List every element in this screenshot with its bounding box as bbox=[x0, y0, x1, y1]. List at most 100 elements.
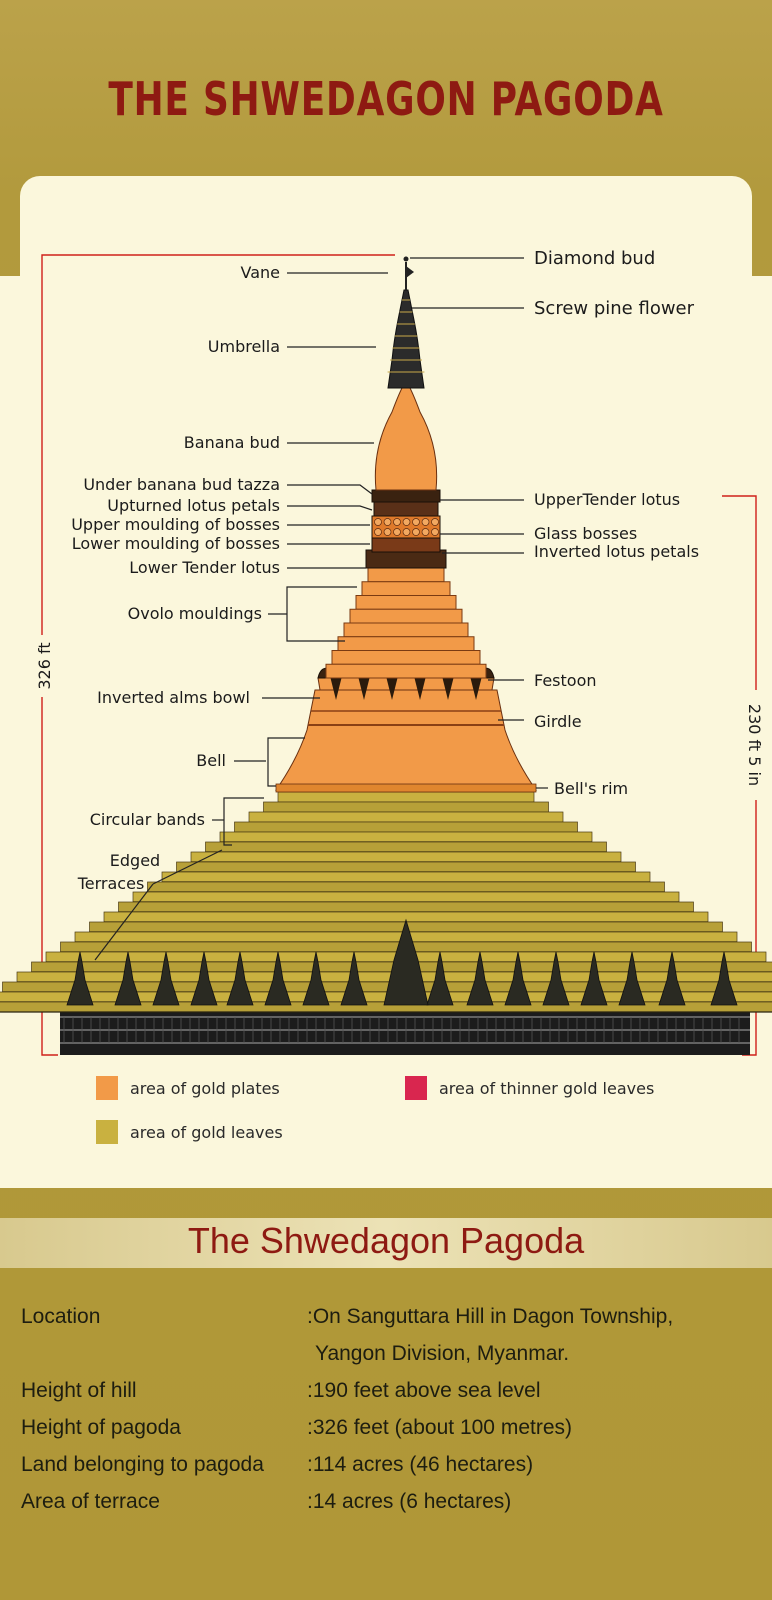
small-stupa bbox=[114, 951, 142, 1006]
facts-table: Location :On Sanguttara Hill in Dagon To… bbox=[21, 1305, 761, 1527]
label-lower-moulding-of-bosses: Lower moulding of bosses bbox=[72, 534, 280, 553]
diamond-bud bbox=[403, 256, 409, 262]
label-screw-pine-flower: Screw pine flower bbox=[534, 298, 695, 319]
label-circular-bands: Circular bands bbox=[90, 810, 205, 829]
total-height-dimension: 326 ft bbox=[30, 254, 395, 1056]
boss-lower bbox=[431, 528, 439, 536]
inverted-lotus-petals bbox=[371, 537, 441, 553]
boss-lower bbox=[383, 528, 392, 536]
legend-item-gold-leaves: area of gold leaves bbox=[96, 1120, 283, 1144]
legend-label: area of gold leaves bbox=[130, 1122, 283, 1142]
legend-swatch bbox=[96, 1076, 118, 1100]
label-bell: Bell bbox=[196, 751, 226, 770]
label-under-banana-bud-tazza: Under banana bud tazza bbox=[83, 475, 280, 494]
subtitle-band bbox=[0, 1218, 772, 1268]
label-banana-bud: Banana bud bbox=[184, 433, 280, 452]
label-upturned-lotus-petals: Upturned lotus petals bbox=[107, 496, 280, 515]
bell bbox=[275, 689, 537, 791]
fact-row-area-of-terrace: Area of terrace :14 acres (6 hectares) bbox=[21, 1490, 761, 1527]
small-stupa bbox=[226, 951, 254, 1006]
terrace-band bbox=[277, 791, 535, 803]
fact-value: :On Sanguttara Hill in Dagon Township, bbox=[307, 1305, 674, 1328]
terrace-band bbox=[161, 871, 651, 883]
festoon-drop bbox=[330, 676, 342, 700]
festoon-drop bbox=[386, 676, 398, 700]
lower-tender-lotus bbox=[365, 549, 447, 569]
label-girdle: Girdle bbox=[534, 712, 582, 731]
ovolo-band bbox=[355, 595, 457, 610]
terrace-band bbox=[147, 881, 665, 893]
center-shrine bbox=[383, 918, 429, 1006]
small-stupas bbox=[66, 918, 738, 1006]
small-stupa bbox=[658, 951, 686, 1006]
legend-item-gold-plates: area of gold plates bbox=[96, 1076, 280, 1100]
fact-label: Location bbox=[21, 1305, 101, 1328]
label-bells-rim: Bell's rim bbox=[554, 779, 628, 798]
small-stupa bbox=[618, 951, 646, 1006]
terrace-band bbox=[234, 821, 578, 833]
legend-label: area of thinner gold leaves bbox=[439, 1078, 655, 1098]
boss-lower bbox=[412, 528, 420, 536]
fact-row-location: Location :On Sanguttara Hill in Dagon To… bbox=[21, 1305, 761, 1379]
boss-upper bbox=[412, 518, 420, 526]
small-stupa bbox=[340, 951, 368, 1006]
label-inverted-alms-bowl: Inverted alms bowl bbox=[97, 688, 250, 707]
small-stupa bbox=[264, 951, 292, 1006]
upturned-lotus-petals bbox=[373, 501, 439, 517]
glass-bosses bbox=[371, 515, 441, 539]
umbrella bbox=[387, 289, 425, 389]
vane bbox=[406, 266, 414, 278]
pagoda-diagram: 326 ft 230 ft 5 in bbox=[0, 248, 772, 1056]
boss-lower bbox=[421, 528, 430, 536]
label-inverted-lotus-petals: Inverted lotus petals bbox=[534, 542, 699, 561]
fact-value-continued: Yangon Division, Myanmar. bbox=[315, 1342, 570, 1365]
ovolo-band bbox=[325, 663, 487, 679]
fact-value: :114 acres (46 hectares) bbox=[307, 1453, 534, 1476]
boss-upper bbox=[402, 518, 411, 526]
fact-row-height-of-pagoda: Height of pagoda :326 feet (about 100 me… bbox=[21, 1416, 761, 1453]
fact-label: Land belonging to pagoda bbox=[21, 1453, 264, 1476]
terrace-band bbox=[118, 901, 694, 913]
legend-label: area of gold plates bbox=[130, 1078, 280, 1098]
terrace-band bbox=[205, 841, 607, 853]
total-height-label: 326 ft bbox=[35, 642, 54, 689]
small-stupa bbox=[504, 951, 532, 1006]
label-upper-tender-lotus: UpperTender lotus bbox=[534, 490, 680, 509]
label-festoon: Festoon bbox=[534, 671, 597, 690]
festoon-drop bbox=[358, 676, 370, 700]
fact-value: :190 feet above sea level bbox=[307, 1379, 541, 1402]
small-stupa bbox=[466, 951, 494, 1006]
small-stupa bbox=[542, 951, 570, 1006]
label-diamond-bud: Diamond bud bbox=[534, 248, 655, 269]
label-edged-terraces-2: Terraces bbox=[77, 874, 145, 893]
label-umbrella: Umbrella bbox=[208, 337, 280, 356]
boss-lower bbox=[402, 528, 411, 536]
label-lower-tender-lotus: Lower Tender lotus bbox=[129, 558, 280, 577]
ovolo-band bbox=[361, 581, 451, 596]
terrace-band bbox=[176, 861, 636, 873]
ovolo-band bbox=[337, 636, 475, 651]
label-ovolo-mouldings: Ovolo mouldings bbox=[128, 604, 262, 623]
page-title: THE SHWEDAGON PAGODA bbox=[108, 72, 664, 126]
small-stupa bbox=[152, 951, 180, 1006]
small-stupa bbox=[580, 951, 608, 1006]
festoon-drop bbox=[470, 676, 482, 700]
boss-upper bbox=[421, 518, 430, 526]
label-glass-bosses: Glass bosses bbox=[534, 524, 637, 543]
fact-value: :14 acres (6 hectares) bbox=[307, 1490, 512, 1513]
fact-value: :326 feet (about 100 metres) bbox=[307, 1416, 572, 1439]
fact-label: Height of pagoda bbox=[21, 1416, 181, 1439]
inverted-alms-bowl bbox=[317, 677, 495, 691]
boss-lower bbox=[374, 528, 382, 536]
label-upper-moulding-of-bosses: Upper moulding of bosses bbox=[71, 515, 280, 534]
pagoda-illustration bbox=[0, 256, 772, 1055]
upper-tender-lotus bbox=[371, 489, 441, 503]
small-stupa bbox=[302, 951, 330, 1006]
ovolo-band bbox=[349, 608, 463, 624]
ovolo-mouldings bbox=[325, 567, 487, 679]
right-labels: Diamond bud Screw pine flower UpperTende… bbox=[410, 248, 699, 798]
boss-upper bbox=[393, 518, 401, 526]
fact-label: Area of terrace bbox=[21, 1490, 160, 1513]
legend-swatch bbox=[405, 1076, 427, 1100]
